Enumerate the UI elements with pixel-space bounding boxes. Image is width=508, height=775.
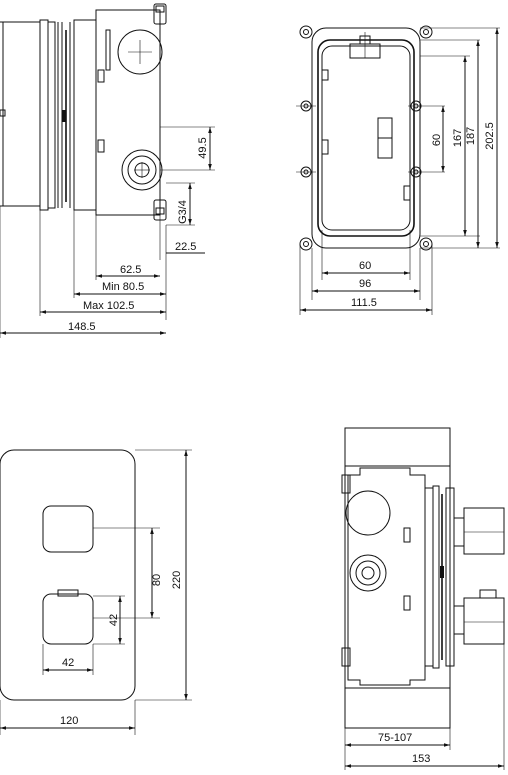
dim-96: 96 [359,278,371,290]
dim-42-horizontal: 42 [62,657,74,669]
dim-42-vertical: 42 [108,614,120,626]
dim-75-107: 75-107 [378,732,412,744]
dim-220: 220 [171,571,183,589]
dim-22-5: 22.5 [175,241,196,253]
dim-min-80-5: Min 80.5 [102,281,144,293]
dim-60-horizontal: 60 [359,260,371,272]
dim-111-5: 111.5 [351,297,377,309]
dim-120: 120 [60,715,78,727]
dim-167: 167 [452,129,464,147]
dim-49-5: 49.5 [197,137,209,158]
dim-60-vertical: 60 [431,134,443,146]
front-view: 60 167 187 202.5 60 96 111.5 [296,25,500,315]
dim-202-5: 202.5 [484,122,496,150]
dim-148-5: 148.5 [68,321,96,333]
installed-view: 75-107 153 [341,427,505,770]
dim-max-102-5: Max 102.5 [83,300,134,312]
plate-view: 80 220 42 42 120 [0,449,192,735]
side-view: 49.5 G3/4 22.5 62.5 Min 80.5 Max 102.5 1… [0,3,215,338]
dim-62-5: 62.5 [120,264,141,276]
dim-187: 187 [465,127,477,145]
dim-153: 153 [412,753,430,765]
dim-g3-4: G3/4 [177,200,189,224]
dim-80: 80 [151,574,163,586]
